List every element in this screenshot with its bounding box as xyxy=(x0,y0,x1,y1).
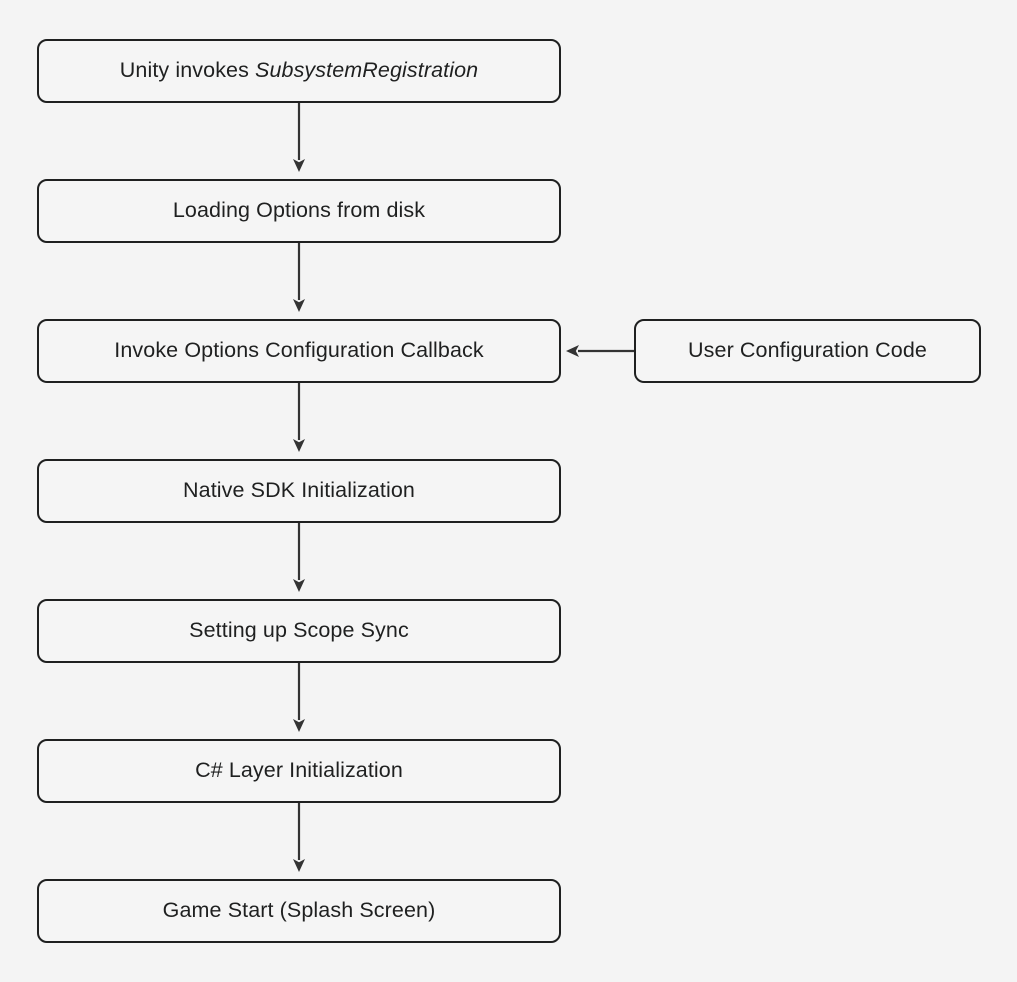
node-scope-sync[interactable]: Setting up Scope Sync xyxy=(37,599,561,663)
node-invoke-options-callback[interactable]: Invoke Options Configuration Callback xyxy=(37,319,561,383)
node-label: Native SDK Initialization xyxy=(183,478,415,503)
node-label: Invoke Options Configuration Callback xyxy=(114,338,484,363)
node-subsystem-registration[interactable]: Unity invokes SubsystemRegistration xyxy=(37,39,561,103)
node-label-plain: Unity invokes xyxy=(119,58,256,83)
node-label: Setting up Scope Sync xyxy=(189,618,409,643)
node-loading-options[interactable]: Loading Options from disk xyxy=(37,179,561,243)
node-label: User Configuration Code xyxy=(688,338,927,363)
node-label-emphasis: SubsystemRegistration xyxy=(255,58,479,83)
node-label: Loading Options from disk xyxy=(172,198,426,223)
node-label: Game Start (Splash Screen) xyxy=(162,898,436,923)
node-game-start[interactable]: Game Start (Splash Screen) xyxy=(37,879,561,943)
node-label: C# Layer Initialization xyxy=(195,758,403,783)
node-native-sdk-init[interactable]: Native SDK Initialization xyxy=(37,459,561,523)
node-csharp-layer-init[interactable]: C# Layer Initialization xyxy=(37,739,561,803)
node-label: Unity invokes SubsystemRegistration xyxy=(120,60,478,82)
node-user-configuration-code[interactable]: User Configuration Code xyxy=(634,319,981,383)
